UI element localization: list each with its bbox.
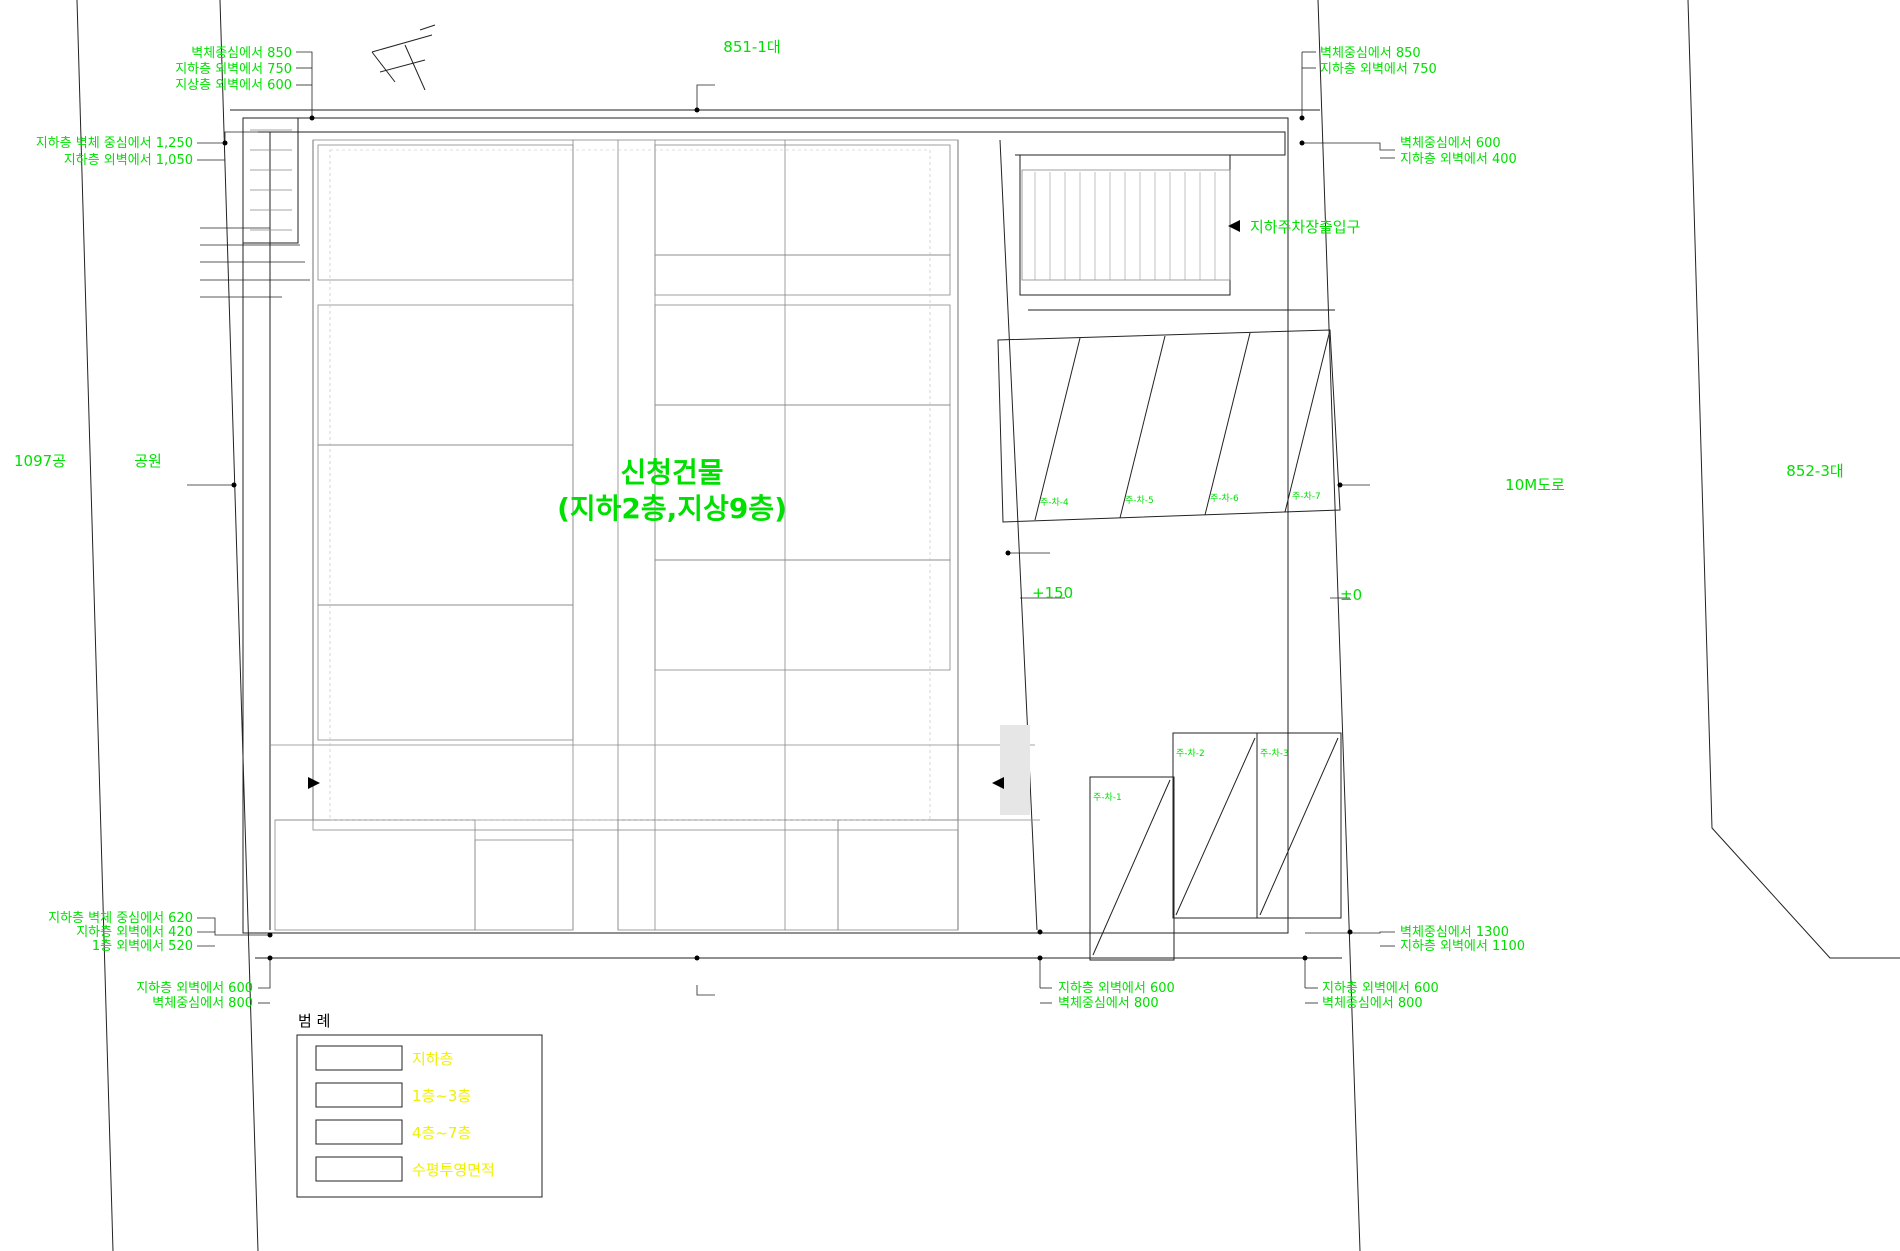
parking-label: 주-차-6 <box>1210 492 1239 504</box>
parking-label: 주-차-1 <box>1093 791 1122 803</box>
legend-title: 범 례 <box>298 1012 330 1030</box>
notes-bottom-mid: 지하층 외벽에서 600 벽체중심에서 800 <box>1058 981 1175 1011</box>
dim-note: 지하층 외벽에서 420 <box>76 925 193 940</box>
legend-swatch <box>315 1082 403 1108</box>
notes-top-right: 벽체중심에서 850 지하층 외벽에서 750 <box>1320 46 1437 77</box>
park-label: 공원 <box>134 452 162 470</box>
legend-label: 지하층 <box>412 1050 453 1068</box>
dim-note: 지하층 외벽에서 1100 <box>1400 939 1525 954</box>
dimension-dots <box>222 107 1353 961</box>
parking-stalls-lower <box>1089 732 1342 961</box>
floor-grid <box>270 139 1040 931</box>
parking-entry-label: 지하주차장출입구 <box>1250 218 1360 236</box>
entry-arrow-icon <box>1228 220 1240 232</box>
notes-right-upper: 벽체중심에서 600 지하층 외벽에서 400 <box>1400 136 1517 167</box>
dim-note: 지상층 외벽에서 600 <box>175 78 292 93</box>
right-lot-line <box>1687 0 1900 959</box>
dim-note: 지하층 외벽에서 600 <box>136 981 253 996</box>
notes-bottom-left: 지하층 외벽에서 600 벽체중심에서 800 <box>136 981 253 1011</box>
parking-label: 주-차-7 <box>1292 490 1321 502</box>
building-subtitle: (지하2층,지상9층) <box>557 492 787 525</box>
dim-note: 벽체중심에서 1300 <box>1400 925 1509 940</box>
dim-note: 벽체중심에서 850 <box>191 46 292 61</box>
basement-outline <box>242 117 1289 934</box>
dim-note: 지하층 외벽에서 1,050 <box>64 153 193 168</box>
right-lot-label: 852-3대 <box>1786 462 1843 480</box>
dim-note: 지하층 벽체 중심에서 1,250 <box>36 136 193 151</box>
left-lot-line <box>76 0 114 1251</box>
legend-swatch <box>315 1156 403 1182</box>
parking-labels: 주-차-4 주-차-5 주-차-6 주-차-7 주-차-1 주-차-2 주-차-… <box>1040 490 1321 803</box>
entry-arrow-icon <box>992 777 1004 789</box>
stair-upper-left <box>242 117 299 244</box>
dim-note: 1층 외벽에서 520 <box>92 939 193 954</box>
parking-stalls-upper <box>997 329 1341 523</box>
wall-line <box>999 139 1038 931</box>
notes-left-upper: 지하층 벽체 중심에서 1,250 지하층 외벽에서 1,050 <box>36 136 193 168</box>
dim-note: 지하층 벽체 중심에서 620 <box>48 911 193 926</box>
parking-label: 주-차-4 <box>1040 496 1069 508</box>
legend-label: 4층~7층 <box>412 1124 471 1142</box>
dimension-leaders <box>187 51 1395 1004</box>
north-arrow-icon <box>371 24 436 91</box>
ground-floor-outline <box>258 131 1286 156</box>
legend: 범 례 지하층 1층~3층 4층~7층 수평투영면적 <box>296 1012 543 1198</box>
dim-note: 벽체중심에서 800 <box>1058 996 1159 1011</box>
top-lot-label: 851-1대 <box>723 38 780 56</box>
elevation-label: ±0 <box>1340 586 1362 604</box>
dim-note: 지하층 외벽에서 750 <box>1320 62 1437 77</box>
legend-label: 수평투영면적 <box>412 1161 495 1179</box>
parking-label: 주-차-5 <box>1125 494 1154 506</box>
notes-left-lower: 지하층 벽체 중심에서 620 지하층 외벽에서 420 1층 외벽에서 520 <box>48 911 193 954</box>
notes-right-lower: 벽체중심에서 1300 지하층 외벽에서 1100 <box>1400 925 1525 954</box>
left-lot-label: 1097공 <box>14 452 66 470</box>
parking-label: 주-차-2 <box>1176 747 1205 759</box>
building-title: 신청건물 <box>620 456 723 489</box>
legend-swatch <box>315 1119 403 1145</box>
dim-note: 벽체중심에서 850 <box>1320 46 1421 61</box>
entry-arrow-icon <box>308 777 320 789</box>
elevation-label: +150 <box>1032 584 1073 602</box>
parking-label: 주-차-3 <box>1260 747 1289 759</box>
site-boundary-right <box>1317 0 1361 1251</box>
dim-note: 지하층 외벽에서 600 <box>1322 981 1439 996</box>
notes-bottom-right: 지하층 외벽에서 600 벽체중심에서 800 <box>1322 981 1439 1011</box>
site-boundary-left <box>219 0 259 1251</box>
dim-note: 벽체중심에서 600 <box>1400 136 1501 151</box>
projection-area <box>1000 725 1030 815</box>
dim-note: 지하층 외벽에서 750 <box>175 62 292 77</box>
dim-note: 벽체중심에서 800 <box>1322 996 1423 1011</box>
road-label: 10M도로 <box>1505 476 1565 494</box>
dim-note: 지하층 외벽에서 400 <box>1400 152 1517 167</box>
legend-swatch <box>315 1045 403 1071</box>
notes-top-left: 벽체중심에서 850 지하층 외벽에서 750 지상층 외벽에서 600 <box>175 46 292 93</box>
dim-note: 지하층 외벽에서 600 <box>1058 981 1175 996</box>
dim-note: 벽체중심에서 800 <box>152 996 253 1011</box>
legend-label: 1층~3층 <box>412 1087 471 1105</box>
